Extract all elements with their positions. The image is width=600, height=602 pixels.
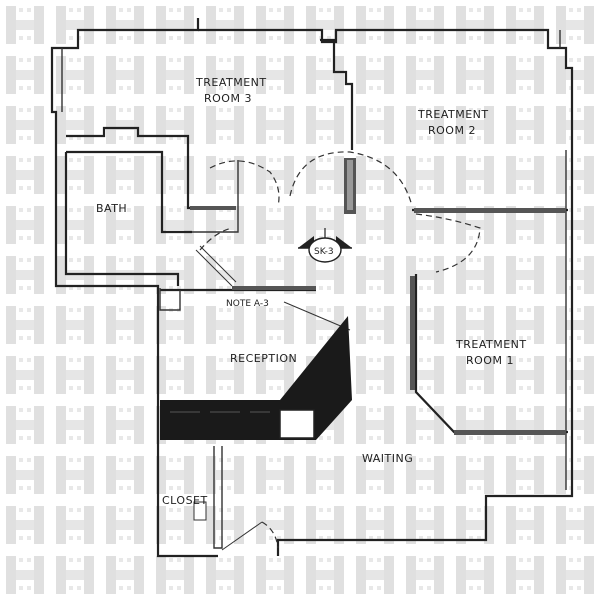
treatment-room-2-label-line2: ROOM 2	[428, 124, 476, 137]
treatment-room-1-walls	[410, 208, 568, 435]
bath-walls	[64, 150, 237, 287]
waiting-label: WAITING	[362, 452, 413, 465]
hallway-door-swings	[209, 151, 481, 273]
reception-label: RECEPTION	[230, 352, 297, 365]
treatment-room-1-label-line2: ROOM 1	[466, 354, 514, 367]
note-annotation: NOTE A-3	[226, 299, 269, 309]
treatment-room-3-label: TREATMENT	[195, 76, 267, 89]
closet-label: CLOSET	[162, 494, 208, 507]
treatment-room-1-label: TREATMENT	[455, 338, 527, 351]
reception-counter	[160, 316, 352, 440]
bath-label: BATH	[96, 202, 127, 215]
section-marker	[298, 228, 352, 263]
treatment-room-3-walls	[66, 126, 239, 233]
reception-walls	[159, 286, 351, 331]
closet-walls	[193, 446, 279, 551]
outer-walls	[50, 18, 574, 558]
treatment-room-2-label: TREATMENT	[417, 108, 489, 121]
partition-tr3-tr2	[320, 38, 356, 214]
treatment-room-3-label-line2: ROOM 3	[204, 92, 252, 105]
section-marker-label: SK-3	[314, 247, 334, 257]
